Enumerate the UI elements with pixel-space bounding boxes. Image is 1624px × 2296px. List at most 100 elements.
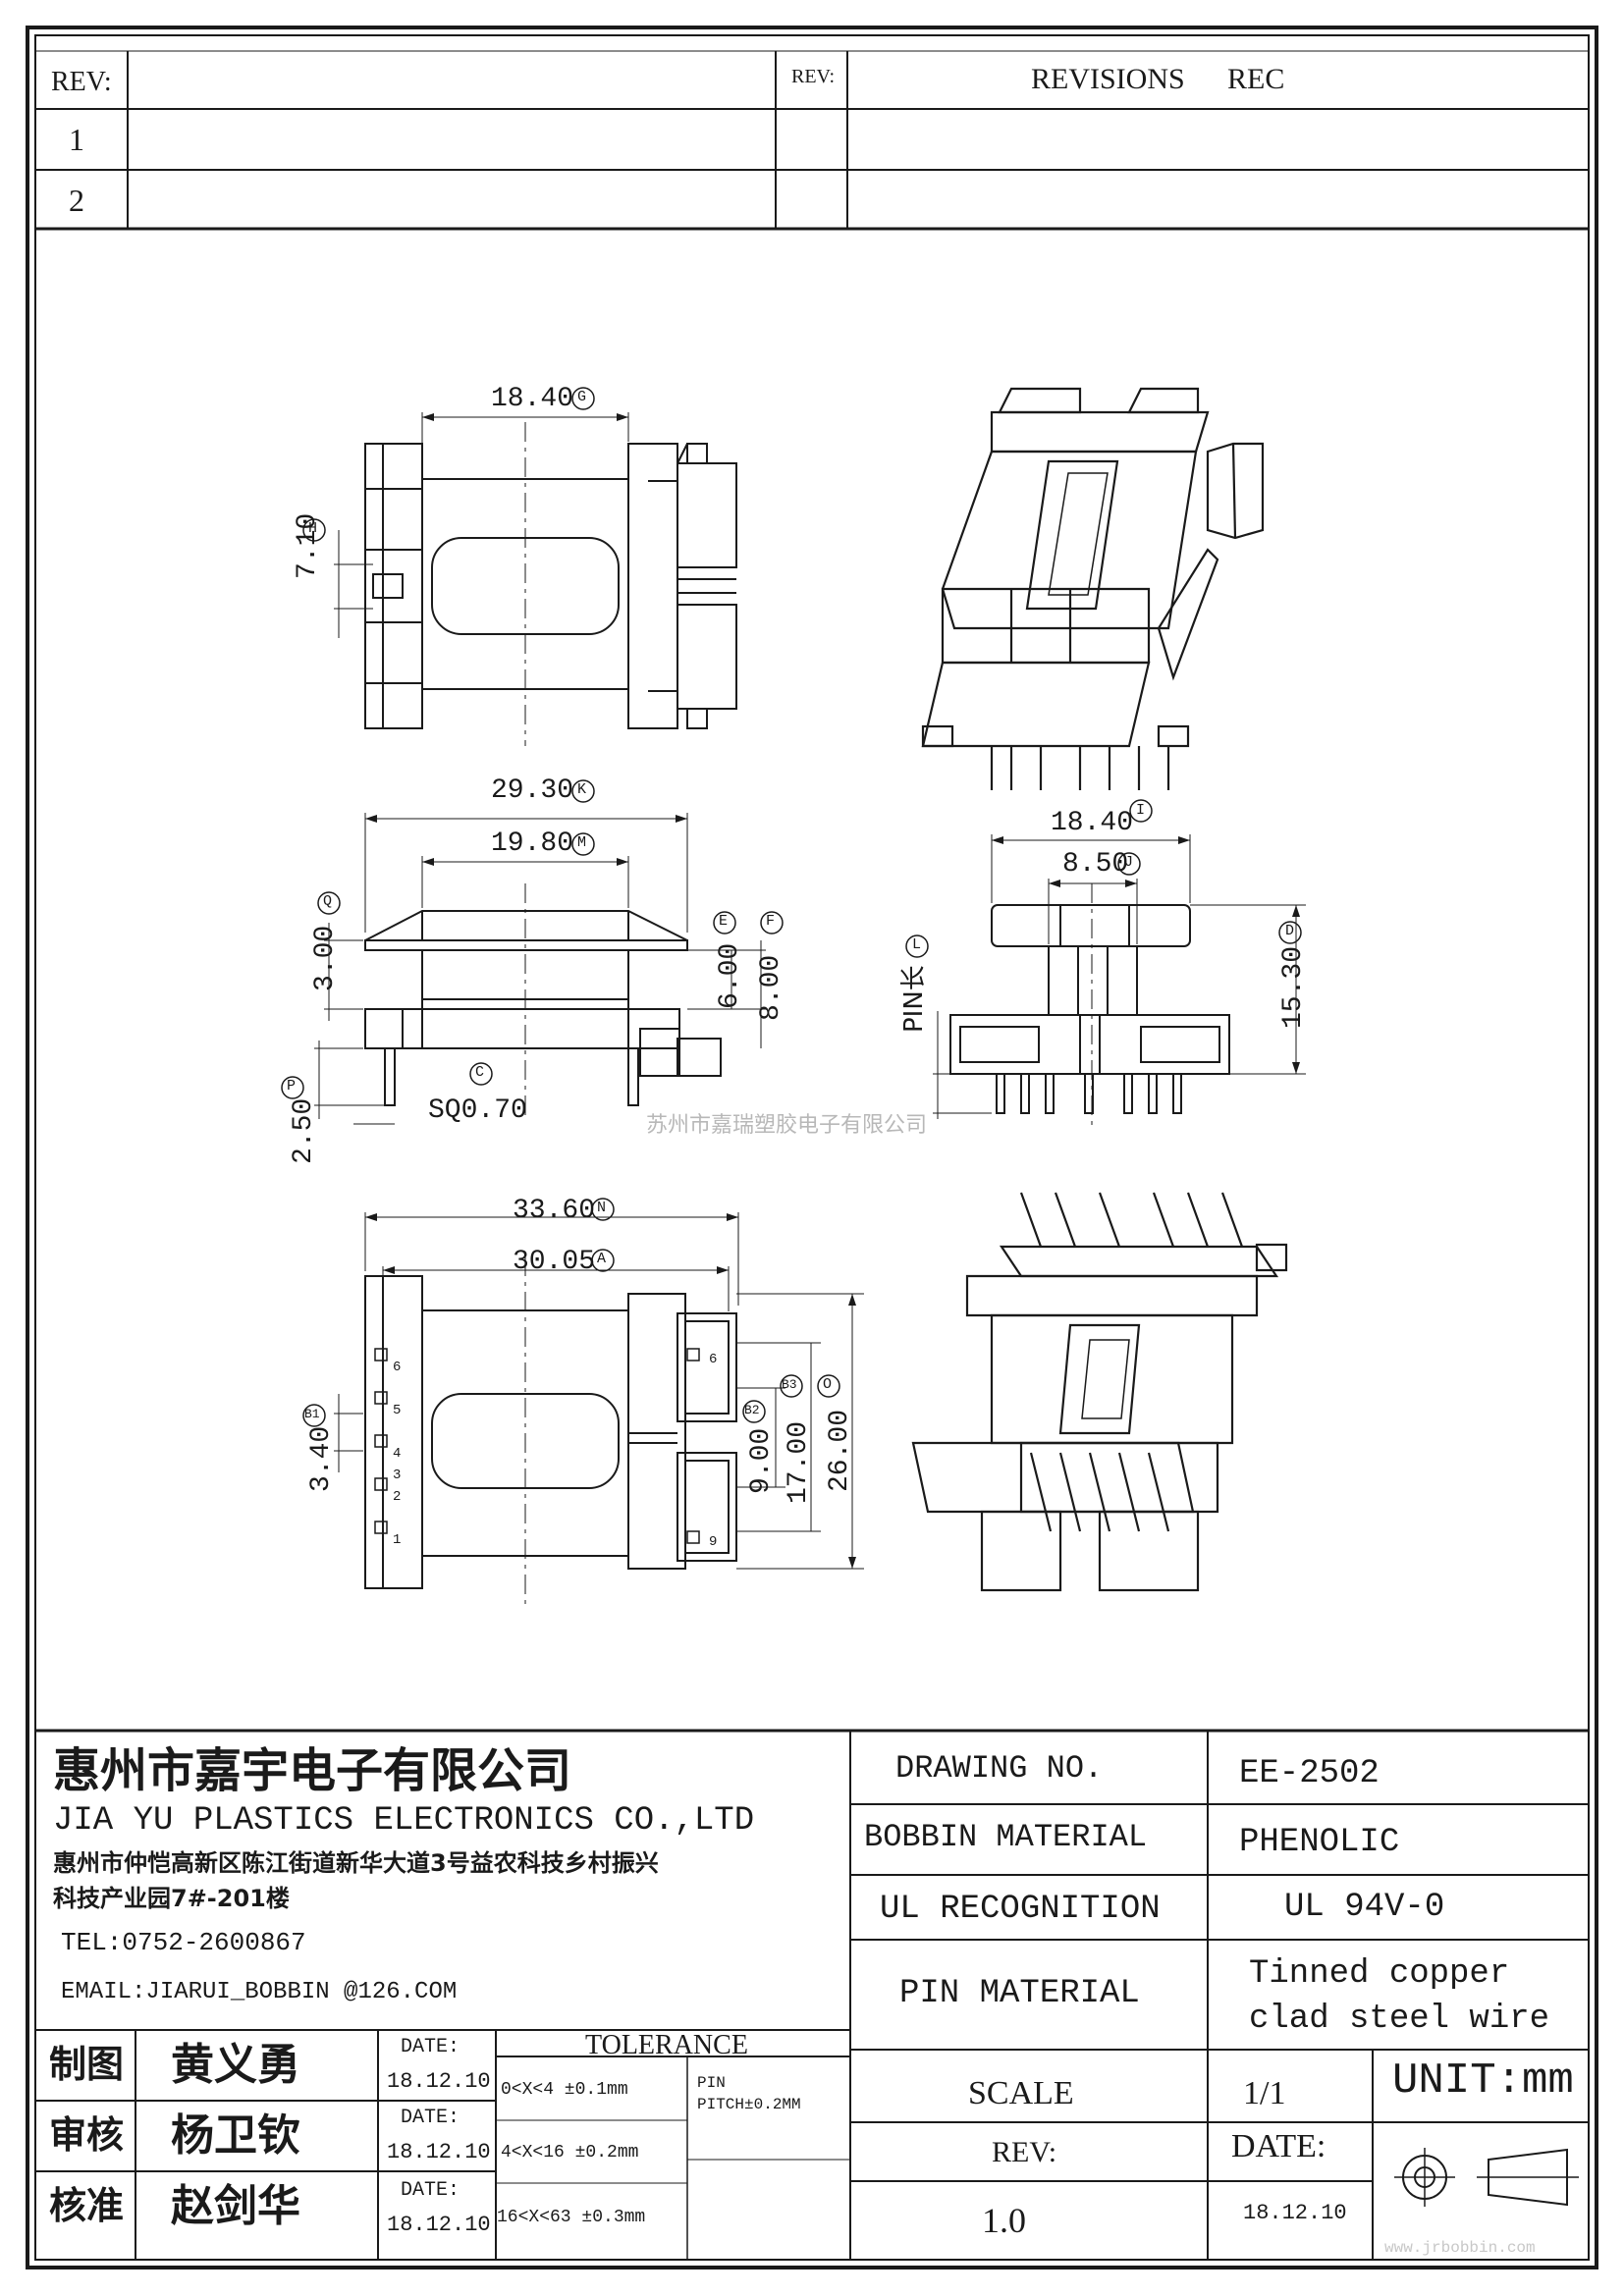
rev-value: 1.0 — [982, 2201, 1026, 2240]
dim-pin-stub: 2.50 — [289, 1097, 319, 1164]
dim-pin-square: SQ0.70 — [428, 1095, 527, 1126]
role-approved-label: 核准 — [49, 2184, 125, 2227]
role-checked-name: 杨卫钦 — [171, 2110, 300, 2161]
role-drawn-label: 制图 — [49, 2043, 125, 2086]
dim-front-h2: 8.00 — [756, 954, 786, 1021]
front-view — [314, 813, 766, 1125]
date-value: 18.12.10 — [1243, 2201, 1347, 2225]
watermark-text: 苏州市嘉瑞塑胶电子有限公司 — [646, 1113, 928, 1138]
dim-tag-A: A — [597, 1251, 607, 1267]
role-checked-date: 18.12.10 — [387, 2140, 491, 2164]
role-approved-date-label: DATE: — [401, 2179, 460, 2202]
dim-tag-Q: Q — [323, 893, 333, 910]
dim-front-overall: 29.30 — [491, 775, 574, 806]
pin-number: 6 — [393, 1360, 402, 1375]
side-view — [933, 834, 1306, 1129]
dim-side-pin: PIN长 — [899, 965, 929, 1033]
outer-border — [26, 26, 1598, 2269]
dim-side-width: 18.40 — [1051, 808, 1134, 838]
website-watermark: www.jrbobbin.com — [1384, 2239, 1536, 2257]
address-line-1: 惠州市仲恺高新区陈江街道新华大道3号益农科技乡村振兴 — [53, 1849, 659, 1877]
pin-number: 1 — [393, 1532, 402, 1548]
pin-number: 5 — [393, 1403, 402, 1418]
tolerance-row-2: 4<X<16 ±0.2mm — [501, 2143, 639, 2163]
dimension-tags — [281, 387, 1302, 1427]
dim-bottom-span: 17.00 — [784, 1420, 814, 1504]
ul-label: UL RECOGNITION — [880, 1891, 1161, 1928]
dim-tag-I: I — [1136, 802, 1146, 819]
dim-tag-H: H — [308, 520, 318, 537]
dim-tag-D: D — [1285, 923, 1295, 939]
dim-tag-O: O — [823, 1376, 833, 1393]
company-name-cn: 惠州市嘉宇电子有限公司 — [53, 1743, 572, 1798]
scale-label: SCALE — [968, 2075, 1074, 2111]
dim-tag-M: M — [577, 834, 587, 851]
role-approved-date: 18.12.10 — [387, 2213, 491, 2237]
top-view — [334, 412, 737, 746]
dim-tag-B1: B1 — [304, 1407, 320, 1421]
pin-number: 4 — [393, 1446, 402, 1462]
dim-bottom-pitch: 3.40 — [306, 1425, 337, 1492]
tolerance-row-1: 0<X<4 ±0.1mm — [501, 2080, 628, 2100]
pin-number: 2 — [393, 1489, 402, 1505]
title-block-lines — [35, 1729, 1589, 2260]
dim-side-height: 15.30 — [1278, 945, 1309, 1029]
revision-row-2: 2 — [69, 183, 84, 218]
role-checked-label: 审核 — [49, 2113, 125, 2157]
pin-material-line-2: clad steel wire — [1249, 2001, 1550, 2038]
dim-tag-C: C — [475, 1064, 485, 1081]
inner-border — [34, 34, 1590, 2261]
isometric-view-top — [921, 387, 1265, 790]
dim-bottom-total: 26.00 — [825, 1409, 855, 1492]
tolerance-row-3: 16<X<63 ±0.3mm — [497, 2208, 646, 2227]
ul-value: UL 94V-0 — [1284, 1889, 1445, 1926]
pin-material-line-1: Tinned copper — [1249, 1955, 1510, 1993]
dim-front-left-height: 3.00 — [310, 925, 341, 991]
role-drawn-date-label: DATE: — [401, 2036, 460, 2058]
pin-material-label: PIN MATERIAL — [899, 1975, 1140, 2012]
dim-top-slot: 7.10 — [293, 512, 323, 579]
dim-tag-B3: B3 — [782, 1377, 797, 1392]
dim-tag-N: N — [597, 1200, 607, 1216]
company-name-en: JIA YU PLASTICS ELECTRONICS CO.,LTD — [53, 1802, 755, 1840]
email: EMAIL:JIARUI_BOBBIN @126.COM — [61, 1979, 458, 2005]
telephone: TEL:0752-2600867 — [61, 1928, 306, 1957]
dim-front-flange: 19.80 — [491, 828, 574, 859]
scale-value: 1/1 — [1243, 2075, 1286, 2111]
role-checked-date-label: DATE: — [401, 2107, 460, 2129]
revision-row-1: 1 — [69, 122, 84, 157]
revision-table-lines — [35, 50, 1589, 231]
dim-side-core: 8.50 — [1062, 849, 1129, 880]
pin-number: 6 — [709, 1352, 718, 1367]
drawing-no: EE-2502 — [1239, 1755, 1380, 1792]
rev-header-2: REV: — [791, 66, 836, 87]
pin-number: 9 — [709, 1534, 718, 1550]
date-label: DATE: — [1231, 2128, 1326, 2164]
dim-tag-G: G — [577, 389, 587, 405]
drawing-no-label: DRAWING NO. — [895, 1750, 1104, 1787]
isometric-view-bottom — [911, 1192, 1288, 1592]
tolerance-header: TOLERANCE — [585, 2030, 748, 2060]
bottom-view — [334, 1212, 864, 1610]
role-drawn-name: 黄义勇 — [171, 2040, 300, 2090]
role-approved-name: 赵剑华 — [171, 2181, 300, 2231]
address-line-2: 科技产业园7#-201楼 — [53, 1885, 290, 1912]
bobbin-material-label: BOBBIN MATERIAL — [864, 1819, 1148, 1855]
unit-label: UNIT:mm — [1392, 2056, 1574, 2106]
dim-bottom-gap: 9.00 — [746, 1427, 777, 1494]
dim-top-width: 18.40 — [491, 384, 574, 414]
bobbin-material: PHENOLIC — [1239, 1824, 1400, 1861]
dim-tag-L: L — [912, 936, 922, 953]
revisions-header: REVISIONS — [1031, 63, 1185, 95]
dim-tag-E: E — [719, 913, 729, 930]
rev-label: REV: — [992, 2136, 1057, 2168]
rev-header: REV: — [51, 67, 112, 97]
bottom-view-pins — [374, 1348, 700, 1544]
dim-tag-J: J — [1124, 854, 1134, 871]
dim-tag-F: F — [766, 913, 776, 930]
pin-pitch-line-2: PITCH±0.2MM — [697, 2096, 801, 2113]
dim-bottom-inner: 30.05 — [513, 1247, 596, 1277]
rec-header: REC — [1227, 63, 1285, 95]
